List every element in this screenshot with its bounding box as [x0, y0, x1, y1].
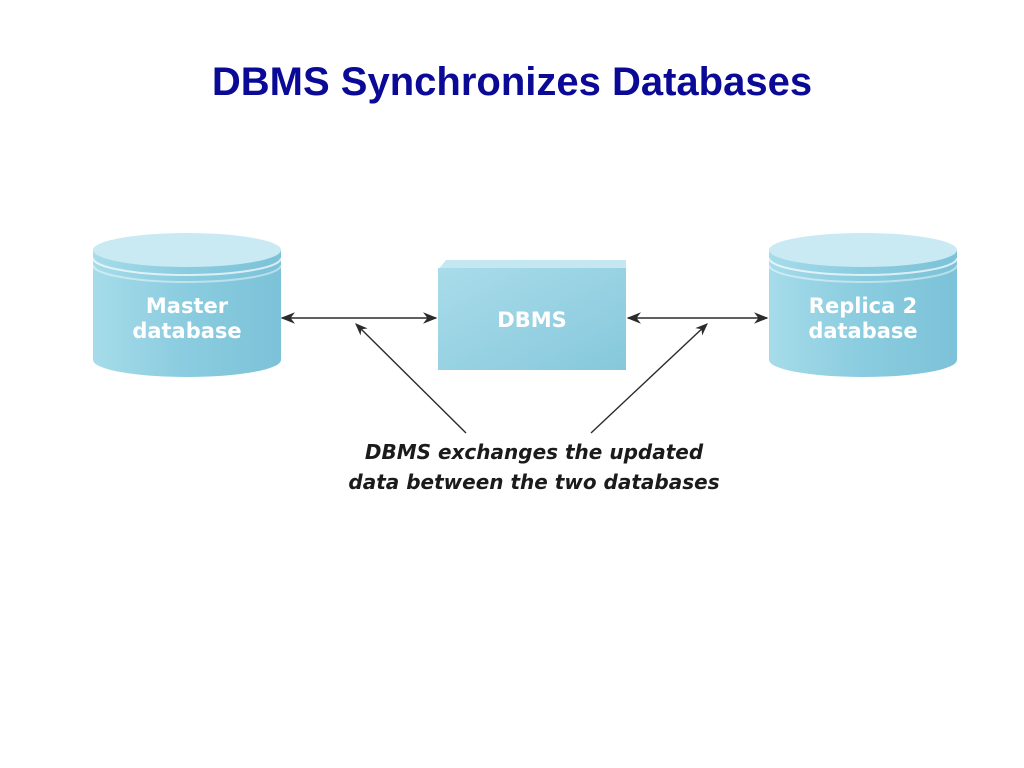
- diagram-caption: DBMS exchanges the updated data between …: [348, 440, 719, 494]
- caption-pointer-left-arrow: [355, 323, 467, 434]
- dbms-node: DBMS: [438, 260, 626, 370]
- caption-pointer-right-arrow: [590, 323, 708, 434]
- replica-database-label-line1: Replica 2: [809, 294, 917, 318]
- master-database-node: Master database: [92, 233, 282, 377]
- slide-title: DBMS Synchronizes Databases: [211, 60, 813, 104]
- caption-line1: DBMS exchanges the updated: [365, 440, 704, 464]
- replica-database-label-line2: database: [808, 319, 917, 343]
- replica-database-node: Replica 2 database: [768, 233, 958, 377]
- dbms-label: DBMS: [497, 308, 566, 332]
- caption-line2: data between the two databases: [348, 470, 719, 494]
- master-database-label-line2: database: [132, 319, 241, 343]
- master-database-label-line1: Master: [146, 294, 229, 318]
